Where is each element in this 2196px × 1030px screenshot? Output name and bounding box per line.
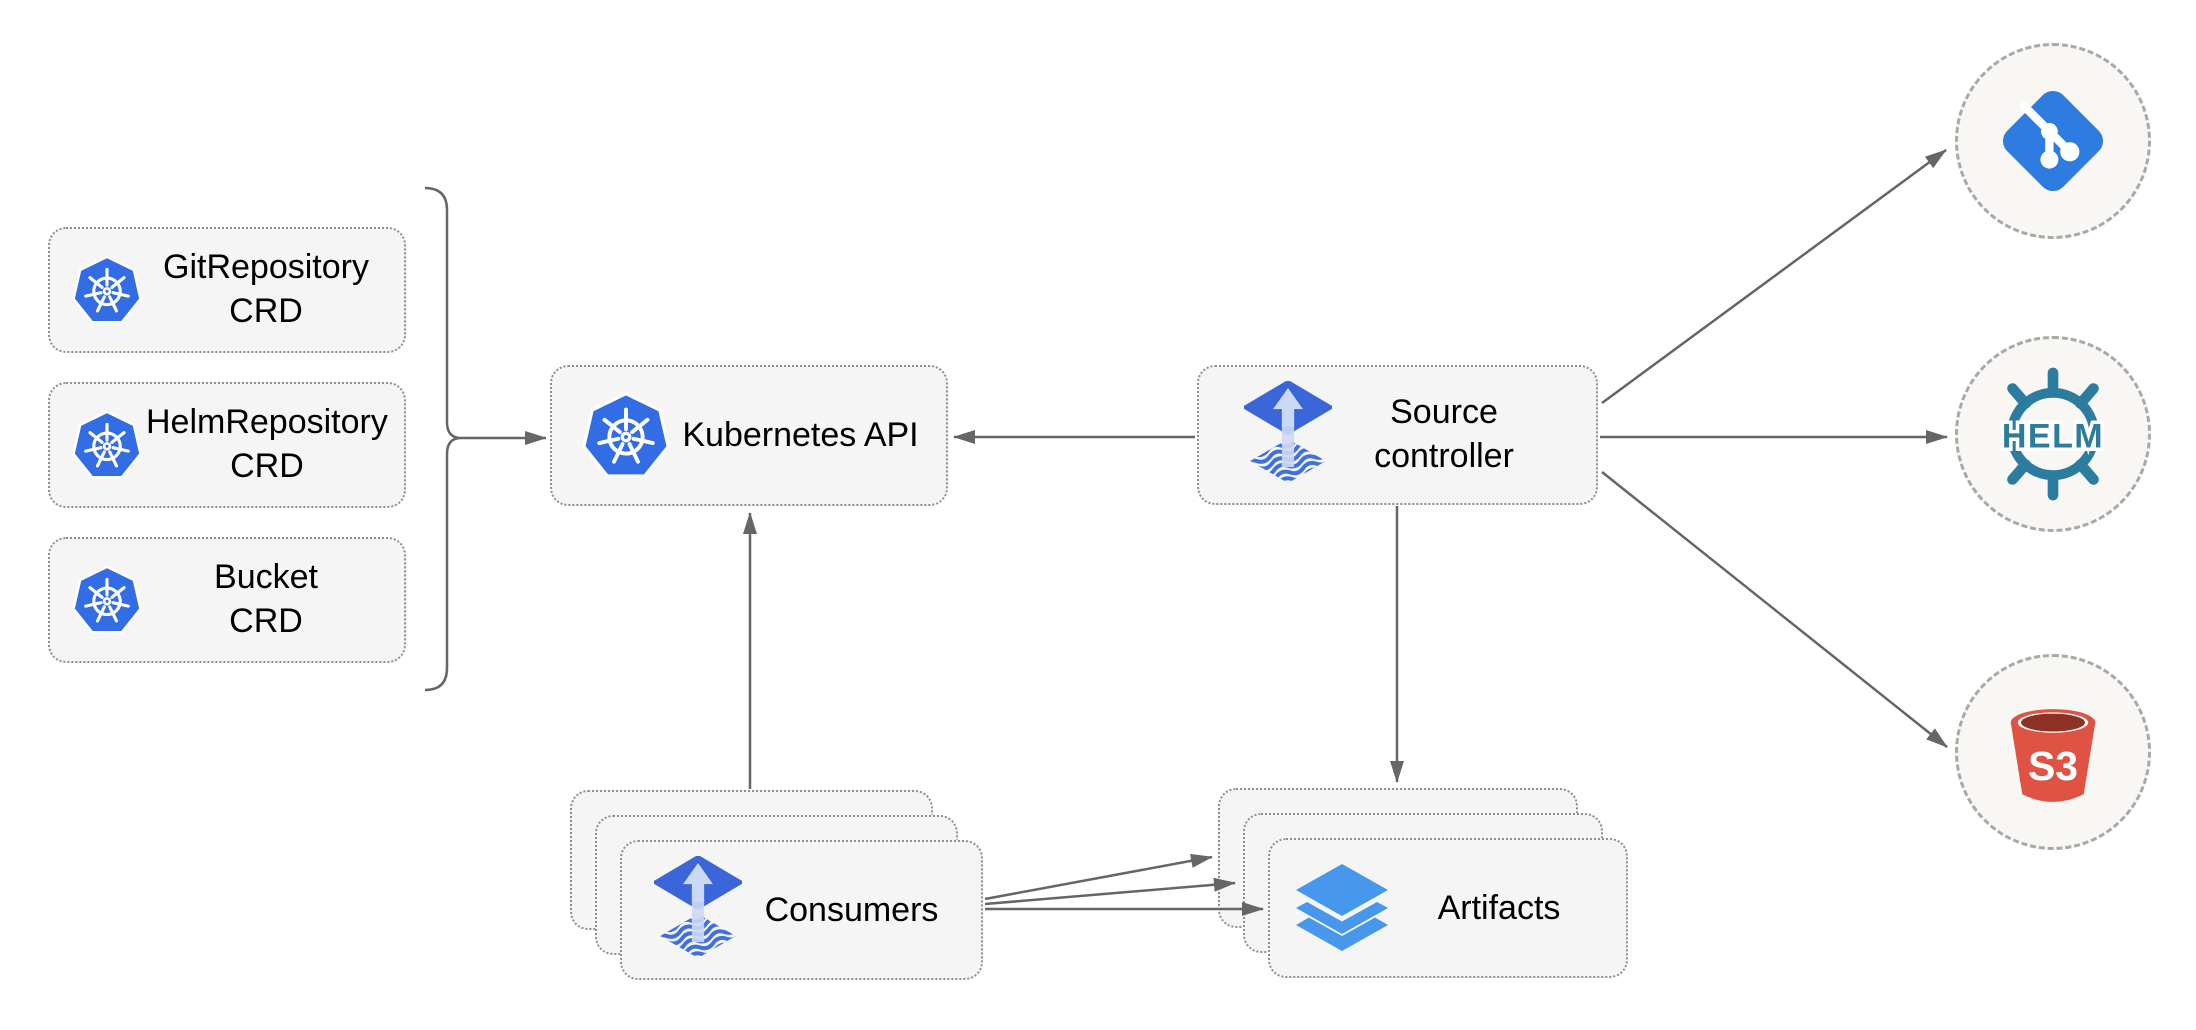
node-label: Artifacts [1392, 889, 1606, 928]
crd-label-line2: CRD [229, 292, 303, 330]
node-label: GitRepository CRD [146, 246, 386, 333]
crd-node-helmrepository: HelmRepository CRD [48, 382, 406, 508]
kubernetes-icon [72, 409, 142, 479]
source-controller-node: Source controller [1197, 365, 1598, 505]
artifacts-node: Artifacts [1268, 838, 1628, 978]
node-label: Source controller [1332, 391, 1556, 478]
kubernetes-icon [581, 391, 671, 478]
arrow-consumers-to-artifacts-1 [984, 853, 1213, 901]
source-controller-label-line2: controller [1374, 437, 1514, 475]
s3-endpoint-circle: S3 [1955, 654, 2151, 850]
node-label: Bucket CRD [146, 556, 386, 643]
crd-label-line2: CRD [229, 602, 303, 640]
crd-group-bracket [424, 186, 462, 692]
helm-icon: HELM [1998, 367, 2106, 501]
helm-endpoint-circle: HELM [1955, 336, 2151, 532]
consumers-label: Consumers [764, 890, 939, 929]
node-label: Consumers [742, 891, 961, 930]
crd-label-line1: HelmRepository [146, 403, 388, 442]
crd-label-line1: Bucket [214, 558, 318, 597]
node-label: HelmRepository CRD [146, 401, 388, 488]
crd-label-line2: CRD [230, 447, 304, 485]
kubernetes-icon [72, 564, 142, 634]
source-controller-label-line1: Source [1390, 393, 1498, 432]
layers-icon [1296, 864, 1388, 951]
consumers-node: Consumers [620, 840, 983, 980]
helm-wordmark: HELM [2002, 417, 2104, 455]
kubernetes-api-node: Kubernetes API [550, 365, 948, 506]
flux-icon [1244, 381, 1332, 490]
node-label: Kubernetes API [675, 414, 926, 458]
git-icon [2002, 90, 2104, 192]
arrow-source-controller-to-git [1601, 148, 1947, 405]
flux-icon [654, 856, 742, 965]
crd-label-line1: GitRepository [163, 248, 369, 287]
s3-bucket-icon: S3 [2010, 709, 2096, 802]
crd-node-bucket: Bucket CRD [48, 537, 406, 663]
artifacts-label: Artifacts [1437, 888, 1561, 927]
arrow-source-controller-to-s3 [1601, 471, 1948, 748]
git-endpoint-circle [1955, 43, 2151, 239]
s3-wordmark: S3 [2028, 743, 2078, 789]
kubernetes-api-label: Kubernetes API [682, 415, 919, 454]
crd-node-gitrepository: GitRepository CRD [48, 227, 406, 353]
kubernetes-icon [72, 254, 142, 324]
arrow-consumers-to-artifacts-2 [984, 877, 1236, 906]
